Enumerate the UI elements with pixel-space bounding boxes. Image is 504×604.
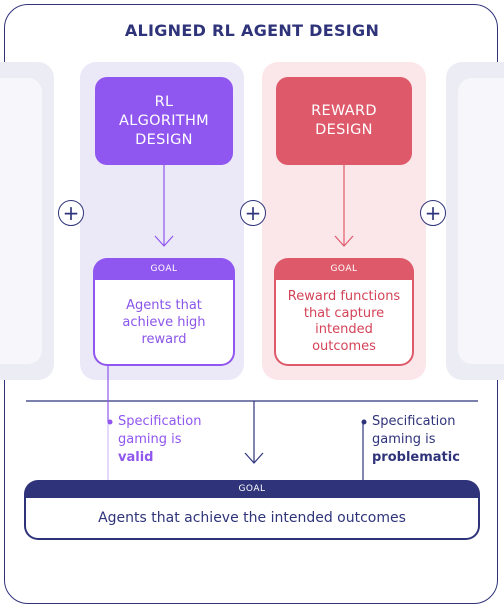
reward-goal-label: GOAL (330, 264, 358, 274)
right-note-dot (361, 419, 367, 425)
bottom-goal-box: GOAL Agents that achieve the intended ou… (24, 480, 480, 540)
rl-algorithm-heading: RL ALGORITHM DESIGN (95, 77, 233, 165)
rl-goal-box: GOAL Agents that achieve high reward (93, 258, 235, 366)
reward-goal-box: GOAL Reward functions that capture inten… (274, 258, 414, 366)
side-column-left-inner (0, 78, 42, 364)
center-arrow-head (244, 452, 264, 464)
connector-lines (26, 165, 478, 480)
reward-goal-text: Reward functions that capture intended o… (276, 280, 412, 364)
note-spec-gaming-problematic: Specification gaming is problematic (372, 414, 460, 465)
bottom-goal-label: GOAL (238, 484, 266, 494)
note-spec-gaming-valid: Specification gaming is valid (118, 414, 202, 465)
reward-design-heading: REWARD DESIGN (276, 77, 412, 165)
rl-goal-label: GOAL (150, 264, 178, 274)
bottom-goal-text: Agents that achieve the intended outcome… (26, 498, 478, 538)
reward-arrow-head (334, 235, 354, 247)
plus-icon-left: + (58, 200, 84, 226)
rl-arrow-head (154, 235, 174, 247)
rl-goal-text: Agents that achieve high reward (95, 280, 233, 364)
plus-icon-right: + (420, 200, 446, 226)
diagram-title: ALIGNED RL AGENT DESIGN (124, 21, 380, 40)
side-column-right-inner (458, 78, 504, 364)
plus-icon-middle: + (240, 200, 266, 226)
left-note-dot (107, 419, 113, 425)
